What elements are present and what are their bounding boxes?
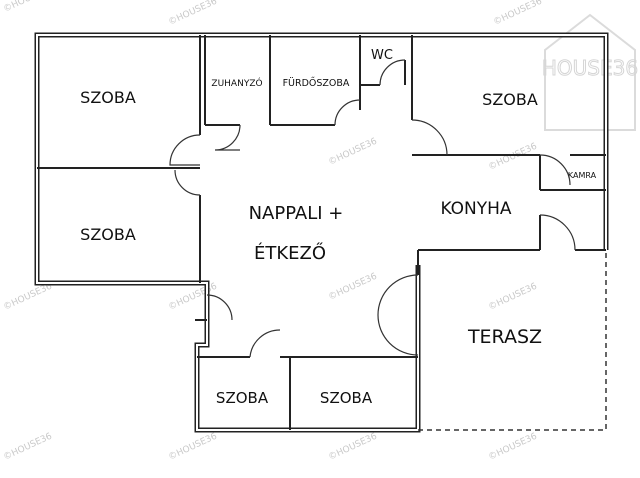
room-nappali: NAPPALI + (249, 203, 344, 224)
room-szoba-top-left: SZOBA (80, 88, 136, 107)
terrace-outline (418, 250, 607, 431)
svg-text:©HOUSE36: ©HOUSE36 (487, 431, 539, 462)
svg-text:©HOUSE36: ©HOUSE36 (2, 281, 54, 312)
svg-text:©HOUSE36: ©HOUSE36 (487, 141, 539, 172)
doors (169, 59, 576, 358)
svg-text:©HOUSE36: ©HOUSE36 (2, 0, 54, 15)
svg-text:©HOUSE36: ©HOUSE36 (167, 431, 219, 462)
room-zuhanyzo: ZUHANYZÓ (211, 77, 262, 89)
svg-text:©HOUSE36: ©HOUSE36 (492, 0, 544, 28)
room-labels: SZOBA SZOBA ZUHANYZÓ FÜRDŐSZOBA WC SZOBA… (80, 48, 596, 407)
svg-text:©HOUSE36: ©HOUSE36 (327, 136, 379, 167)
room-etkezo: ÉTKEZŐ (254, 242, 326, 264)
svg-text:HOUSE36: HOUSE36 (542, 56, 638, 80)
svg-text:©HOUSE36: ©HOUSE36 (167, 281, 219, 312)
house36-logo: HOUSE36 (541, 13, 639, 131)
room-szoba-top-right: SZOBA (482, 90, 538, 109)
room-szoba-bottom-right: SZOBA (320, 389, 373, 407)
room-wc: WC (371, 48, 393, 63)
svg-text:©HOUSE36: ©HOUSE36 (2, 431, 54, 462)
svg-text:©HOUSE36: ©HOUSE36 (167, 0, 219, 28)
room-furdoszoba: FÜRDŐSZOBA (283, 78, 350, 89)
room-terasz: TERASZ (467, 326, 542, 348)
walls (34, 32, 609, 433)
room-kamra: KAMRA (568, 171, 597, 180)
svg-text:©HOUSE36: ©HOUSE36 (327, 431, 379, 462)
room-szoba-mid-left: SZOBA (80, 225, 136, 244)
room-szoba-bottom-left: SZOBA (216, 389, 269, 407)
svg-text:©HOUSE36: ©HOUSE36 (487, 281, 539, 312)
svg-text:©HOUSE36: ©HOUSE36 (327, 271, 379, 302)
room-konyha: KONYHA (440, 199, 511, 219)
